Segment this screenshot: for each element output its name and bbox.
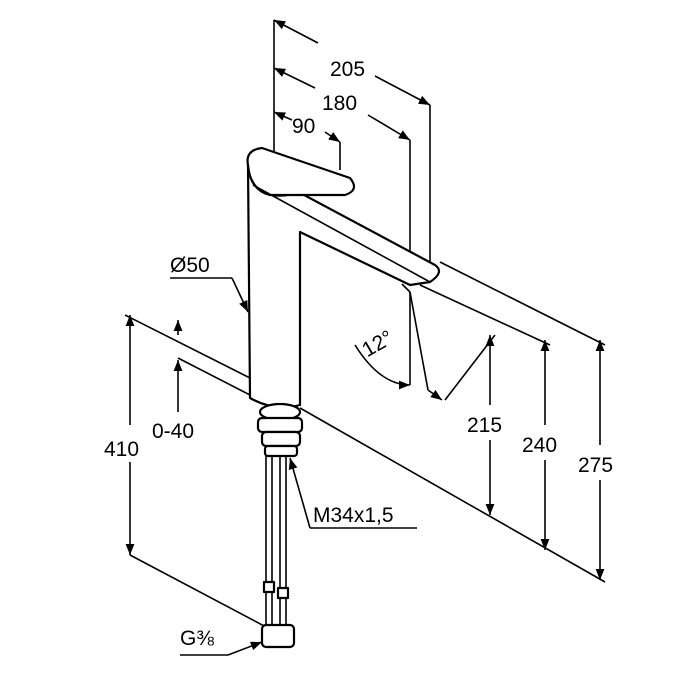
horizontal-dimensions: 205 180 90: [273, 19, 431, 143]
dim-180: 180: [322, 92, 357, 115]
angle-12: 12°: [358, 326, 397, 362]
vertical-dimensions: 215 240 275: [467, 335, 613, 580]
connection-label: G⅜: [180, 627, 214, 650]
left-dimensions: 410 0-40: [104, 315, 194, 555]
thread-label: M34x1,5: [313, 504, 394, 527]
faucet-body: [246, 146, 441, 409]
angle-dimension: 12°: [354, 291, 443, 401]
height-240: 240: [522, 434, 557, 457]
extension-lines: [124, 20, 606, 629]
adjust-0-40: 0-40: [152, 420, 194, 443]
dim-205: 205: [330, 58, 365, 81]
callouts: Ø50 M34x1,5 G⅜: [170, 254, 417, 656]
height-275: 275: [578, 454, 613, 477]
diameter-label: Ø50: [170, 254, 210, 277]
dim-90: 90: [292, 115, 315, 138]
lever-handle: [246, 146, 356, 197]
mounting-assembly: [256, 402, 304, 649]
height-215: 215: [467, 414, 502, 437]
height-410: 410: [104, 438, 139, 461]
